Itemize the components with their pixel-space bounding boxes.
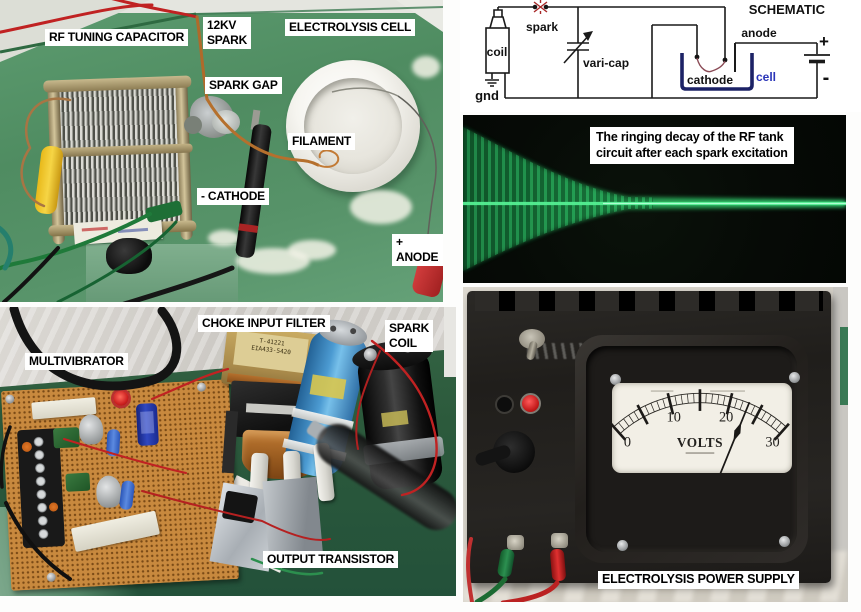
label-multivibrator: MULTIVIBRATOR xyxy=(25,353,128,370)
red-banana-plug xyxy=(549,548,567,582)
label-anode: + ANODE xyxy=(392,234,443,266)
green-banana-plug xyxy=(496,547,516,579)
schematic-label-gnd: gnd xyxy=(475,88,499,103)
binding-post xyxy=(551,533,568,548)
crust-patch xyxy=(288,240,336,260)
spark-gap-hardware xyxy=(212,110,240,134)
label-electrolysis-power-supply: ELECTROLYSIS POWER SUPPLY xyxy=(598,571,799,589)
schematic-drawing: spark coil gnd vari-cap anode cathode ce… xyxy=(475,0,830,103)
meter-needle-diamond xyxy=(733,422,742,442)
spark-symbol xyxy=(533,0,548,14)
schematic-label-cathode: cathode xyxy=(687,73,733,87)
probe-red-band xyxy=(238,223,259,233)
schematic-label-spark: spark xyxy=(526,20,558,34)
meter-screw xyxy=(779,536,790,547)
label-spark-gap: SPARK GAP xyxy=(205,77,282,94)
indicator-lamp xyxy=(495,395,514,414)
rig-photo-panel: RF TUNING CAPACITOR 12KV SPARK ELECTROLY… xyxy=(0,0,443,302)
electrolysis-cell-cavity xyxy=(304,78,402,174)
meter-scale-number: 30 xyxy=(765,434,779,450)
meter-screw xyxy=(617,540,628,551)
red-button xyxy=(520,393,541,414)
red-led xyxy=(113,390,129,407)
crust-patch xyxy=(412,56,440,78)
meter-scale-number: 0 xyxy=(624,434,631,450)
schematic-panel: spark coil gnd vari-cap anode cathode ce… xyxy=(460,0,861,112)
ceramic-resistor xyxy=(70,510,160,552)
cell-container xyxy=(680,53,754,91)
meter-dial: 0 10 20 30 VOLTS xyxy=(612,389,790,473)
board-screw xyxy=(5,394,15,404)
meter-fine-print xyxy=(685,452,715,454)
blue-resistor xyxy=(106,428,121,457)
output-transistor-part xyxy=(221,490,259,524)
label-spark-coil: SPARK COIL xyxy=(385,320,434,352)
top-vents xyxy=(475,291,823,311)
power-supply-photo-panel: 0 10 20 30 VOLTS ELECTROLYSIS POWER SUPPLY xyxy=(463,287,848,602)
multivibrator-board xyxy=(0,379,240,591)
label-electrolysis-cell: ELECTROLYSIS CELL xyxy=(285,19,416,36)
spark-gap-hardware xyxy=(184,116,202,134)
green-component xyxy=(65,472,91,492)
choke-label: T-41221 EIA433-5420 xyxy=(233,330,309,374)
meter-scale-number: 20 xyxy=(719,409,733,425)
meter-unit: VOLTS xyxy=(677,435,723,450)
scope-photo-panel: The ringing decay of the RF tank circuit… xyxy=(463,115,846,283)
label-filament: FILAMENT xyxy=(288,133,356,150)
board-screw xyxy=(46,572,56,582)
toggle-switch xyxy=(519,329,545,349)
metal-can xyxy=(95,474,123,509)
cathode-wire xyxy=(696,57,726,73)
board-screw xyxy=(196,382,207,392)
scope-caption: The ringing decay of the RF tank circuit… xyxy=(590,127,794,165)
label-cathode: - CATHODE xyxy=(197,188,269,205)
power-supply-box: 0 10 20 30 VOLTS xyxy=(467,291,831,583)
crust-patch xyxy=(350,190,412,224)
capacitor-knob xyxy=(106,238,152,274)
label-12kv-spark: 12KV SPARK xyxy=(203,17,252,49)
blue-resistor xyxy=(118,479,136,511)
label-rf-tuning-capacitor: RF TUNING CAPACITOR xyxy=(45,29,189,46)
driver-photo-panel: T-41221 EIA433-5420 xyxy=(0,307,456,596)
schematic-label-cell: cell xyxy=(756,70,776,84)
meter-screw xyxy=(789,372,800,383)
battery-plus: + xyxy=(819,32,829,51)
schematic-label-anode: anode xyxy=(741,26,777,40)
pipe xyxy=(444,307,456,377)
meter-screw xyxy=(610,374,621,385)
electrolytic-capacitor xyxy=(135,402,159,447)
battery-minus: - xyxy=(823,67,830,89)
green-shelf xyxy=(840,327,848,405)
meter-face: 0 10 20 30 VOLTS xyxy=(612,383,792,473)
varicap-arrowhead xyxy=(583,31,593,41)
binding-post xyxy=(507,535,524,550)
label-output-transistor: OUTPUT TRANSISTOR xyxy=(263,551,399,568)
schematic-title: SCHEMATIC xyxy=(749,2,826,17)
schematic-label-vari-cap: vari-cap xyxy=(583,56,629,70)
metal-can xyxy=(78,413,104,446)
meter-scale-number: 10 xyxy=(667,409,681,425)
label-choke-input-filter: CHOKE INPUT FILTER xyxy=(198,315,330,332)
green-component xyxy=(52,427,80,449)
schematic-label-coil: coil xyxy=(487,45,508,59)
crust-patch xyxy=(208,230,240,246)
